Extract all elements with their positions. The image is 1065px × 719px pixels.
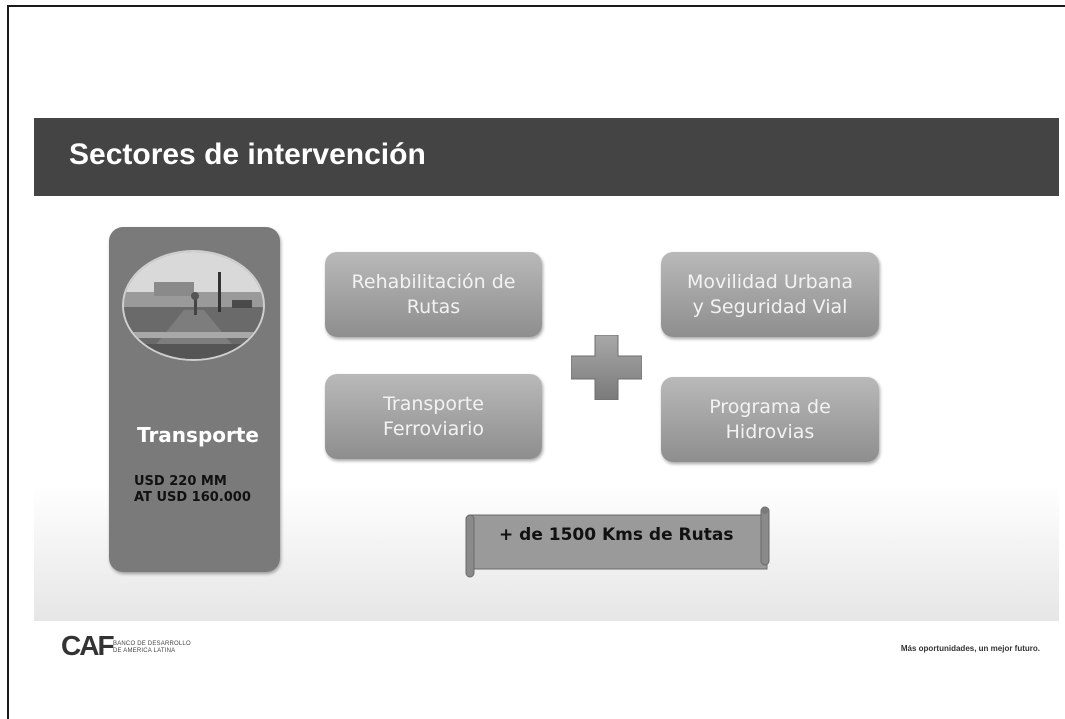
sector-box-label: Movilidad Urbana y Seguridad Vial [686,270,853,318]
road-photo [122,250,265,361]
title-bar: Sectores de intervención [34,118,1059,196]
sector-box-label: Rehabilitación de Rutas [351,270,516,318]
caf-logo-text: CAF [61,630,114,661]
frame-border-left [7,5,9,719]
logo-subtitle: BANCO DE DESARROLLO DE AMERICA LATINA [113,641,191,655]
transport-amount: USD 220 MM AT USD 160.000 [134,474,251,506]
caf-logo: CAF [61,630,116,661]
slide-title: Sectores de intervención [69,138,426,171]
sector-box-ferroviario: Transporte Ferroviario [325,374,542,459]
sector-box-rehabilitacion: Rehabilitación de Rutas [325,252,542,337]
plus-icon [571,335,642,400]
sector-box-hidrovias: Programa de Hidrovias [661,377,879,462]
routes-scroll-banner [465,506,770,578]
transport-amount-line2: AT USD 160.000 [134,490,251,505]
transport-amount-line1: USD 220 MM [134,474,227,489]
sector-box-movilidad: Movilidad Urbana y Seguridad Vial [661,252,879,337]
transport-label: Transporte [137,423,259,447]
logo-subtitle-line1: BANCO DE DESARROLLO [113,641,191,647]
sector-box-label: Programa de Hidrovias [709,395,831,443]
footer-tagline: Más oportunidades, un mejor futuro. [900,644,1040,653]
routes-label: + de 1500 Kms de Rutas [499,525,734,545]
logo-subtitle-line2: DE AMERICA LATINA [113,648,176,654]
frame-border-top [7,5,1065,7]
transport-panel: Transporte USD 220 MM AT USD 160.000 [109,227,280,572]
sector-box-label: Transporte Ferroviario [383,392,484,440]
